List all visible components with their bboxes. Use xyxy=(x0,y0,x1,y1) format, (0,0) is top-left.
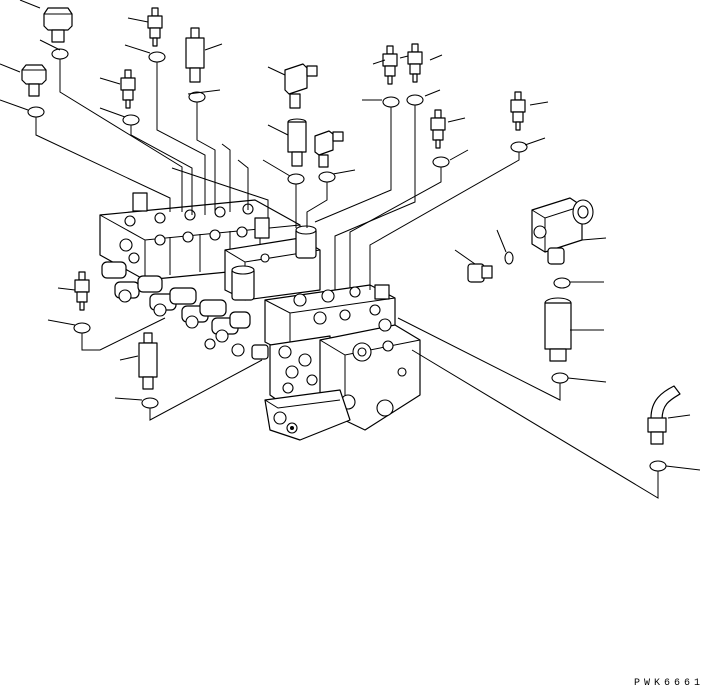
base-plate xyxy=(265,390,350,440)
bolt xyxy=(468,264,492,282)
spacer-sleeve xyxy=(288,119,306,166)
straight-fitting xyxy=(75,272,89,310)
spool-ends xyxy=(102,239,250,356)
control-valve-assembly xyxy=(100,193,420,440)
hex-plug-left xyxy=(22,65,46,96)
elbow-block xyxy=(532,198,593,264)
long-adapter xyxy=(139,333,157,389)
o-ring xyxy=(505,252,513,264)
elbow-fitting xyxy=(285,64,317,108)
straight-fitting xyxy=(148,8,162,46)
large-sleeve xyxy=(545,298,571,361)
straight-fitting xyxy=(408,44,422,82)
straight-fitting xyxy=(511,92,525,130)
hex-plug-top xyxy=(44,8,72,42)
straight-fitting xyxy=(383,46,397,84)
elbow-fitting xyxy=(315,131,343,167)
straight-fitting xyxy=(431,110,445,148)
straight-fitting xyxy=(121,70,135,108)
leader-lines xyxy=(0,0,700,498)
center-block xyxy=(225,226,320,300)
long-adapter xyxy=(186,28,204,82)
right-valve-stack xyxy=(252,285,395,402)
callout-ovals xyxy=(28,49,666,471)
hose-elbow xyxy=(648,386,680,444)
drawing-code: PWK6661 xyxy=(633,678,704,689)
